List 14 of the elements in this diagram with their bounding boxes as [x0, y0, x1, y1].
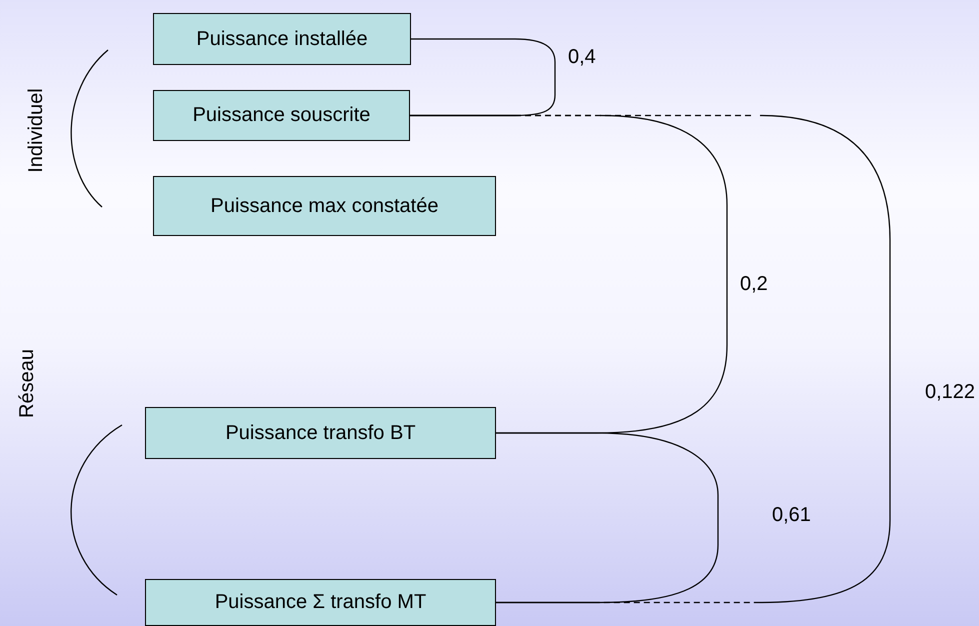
edge-label: 0,2	[740, 273, 768, 296]
bracket-connector	[410, 114, 891, 604]
process-box: Puissance souscrite	[153, 90, 410, 141]
process-box: Puissance Σ transfo MT	[145, 579, 496, 626]
bracket-connector	[496, 432, 719, 604]
edge-label: 0,4	[568, 46, 596, 69]
edge-label: 0,61	[772, 504, 811, 527]
process-box: Puissance max constatée	[153, 176, 496, 236]
group-label: Individuel	[24, 88, 48, 172]
process-box: Puissance installée	[153, 13, 411, 65]
edge-label: 0,122	[925, 381, 976, 404]
bracket-connector	[410, 38, 556, 116]
group-label: Réseau	[15, 348, 38, 418]
process-box: Puissance transfo BT	[145, 407, 496, 459]
